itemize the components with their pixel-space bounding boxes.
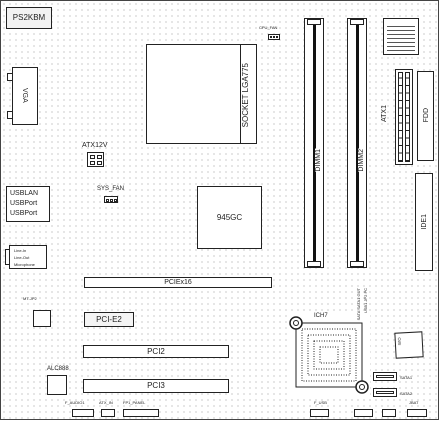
- alc-label: ALC888: [47, 366, 69, 372]
- sata1-connector: [373, 372, 397, 381]
- audio-jacks: Line-In Line-Out Microphone: [9, 245, 47, 269]
- clock-generator-chip: [383, 18, 419, 55]
- audio-jack-tab: [5, 249, 10, 265]
- ich7-label: ICH7: [314, 313, 328, 319]
- usb-lan-block: USBLAN USBPort USBPort: [6, 186, 50, 222]
- dimm1-label: DIMM1: [315, 149, 322, 172]
- dimm2-slot: DIMM2: [347, 18, 367, 268]
- front-usb-header-2: [354, 409, 373, 417]
- super-io-label: S/IO: [396, 337, 403, 346]
- audio-codec-chip: [47, 375, 67, 395]
- pci2-label: PCI2: [147, 346, 165, 356]
- usb-port-label-1: USBPort: [10, 200, 38, 207]
- audio-line-out: Line-Out: [14, 255, 30, 260]
- southbridge-chip: [288, 315, 370, 395]
- vga-label: VGA: [21, 88, 28, 103]
- ich-note-1: SATA SATA1 GUT: [356, 288, 361, 321]
- pcie-x1-slot: PCI-E2: [84, 312, 134, 327]
- cpu-fan-header: [268, 34, 280, 40]
- audio-line-in: Line-In: [14, 248, 27, 253]
- f-usb-label: F_USB: [314, 400, 327, 405]
- pci2-slot: PCI2: [83, 345, 229, 358]
- pcie2-label: PCI-E2: [96, 314, 122, 324]
- pcie-x16-slot: PCIEx16: [84, 277, 272, 288]
- northbridge-chip: 945GC: [197, 186, 262, 249]
- pcie16-label: PCIEx16: [164, 279, 192, 286]
- dimm2-label: DIMM2: [358, 149, 365, 172]
- cpu-fan-label: CPU_FAN: [259, 25, 278, 30]
- sata2-label: SATA2: [400, 391, 413, 396]
- fdd-connector: FDD: [417, 71, 434, 161]
- super-io-chip: S/IO: [394, 331, 424, 359]
- cpu-socket: SOCKET LGA775: [146, 44, 257, 144]
- atx1-connector: [395, 69, 413, 165]
- atx1-label: ATX1: [381, 105, 388, 122]
- atx-in-label: ATX_IN: [99, 400, 113, 405]
- jbat-header: [407, 409, 427, 417]
- atx12v-connector: [87, 152, 104, 167]
- chipset-label: 945GC: [216, 212, 243, 222]
- socket-label: SOCKET LGA775: [241, 63, 250, 128]
- dimm1-slot: DIMM1: [304, 18, 324, 268]
- pci3-label: PCI3: [147, 381, 165, 390]
- usb-lan-label: USBLAN: [10, 190, 39, 197]
- fdd-label: FDD: [423, 108, 430, 123]
- sys-fan-header: [104, 196, 118, 203]
- audio-mic: Microphone: [14, 262, 35, 267]
- ps2-connector: PS2KBM: [6, 7, 52, 29]
- usb-port-label-2: USBPort: [10, 210, 38, 217]
- front-panel-header: [123, 409, 159, 417]
- atx-in-header: [101, 409, 115, 417]
- chip-label-left: MT-JP2: [23, 296, 37, 301]
- io-controller-chip: [33, 310, 51, 327]
- ich7-chip-graphic: [289, 316, 369, 394]
- pci3-slot: PCI3: [83, 379, 229, 393]
- atx12v-label: ATX12V: [82, 142, 108, 149]
- ps2-label: PS2KBM: [12, 13, 46, 22]
- front-audio-header: [72, 409, 94, 417]
- sata1-label: SATA1: [400, 375, 413, 380]
- sata2-connector: [373, 388, 397, 397]
- sys-fan-label: SYS_FAN: [97, 186, 125, 192]
- vga-mount-bottom: [7, 111, 13, 119]
- front-usb-header-1: [310, 409, 329, 417]
- ide1-label: IDE1: [421, 214, 428, 230]
- ich-note-2: USB1 JP2 PC: [363, 288, 368, 314]
- ide1-connector: IDE1: [415, 173, 433, 271]
- vga-mount-top: [7, 73, 13, 81]
- f-panel-label: FP1_PANEL: [123, 400, 146, 405]
- vga-connector: VGA: [12, 67, 38, 125]
- socket-lever: [240, 45, 256, 143]
- f-audio-label: F_AUDIO1: [65, 400, 85, 405]
- jbat-label: JBAT: [409, 400, 419, 405]
- front-usb-header-3: [382, 409, 396, 417]
